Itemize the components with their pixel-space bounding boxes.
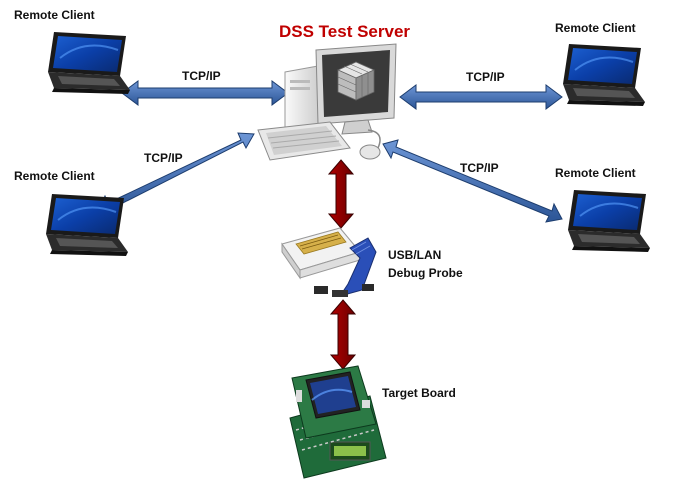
laptop-top-left-icon xyxy=(47,31,130,95)
tcpip-label-mid-right: TCP/IP xyxy=(460,161,499,175)
tcpip-label-top-right: TCP/IP xyxy=(466,70,505,84)
tcpip-label-mid-left: TCP/IP xyxy=(144,151,183,165)
laptop-mid-left-icon xyxy=(45,193,128,257)
remote-client-label-mid-left: Remote Client xyxy=(14,169,95,183)
laptop-mid-right-icon xyxy=(567,189,650,253)
arrow-server-probe xyxy=(327,159,355,229)
server-title: DSS Test Server xyxy=(279,22,411,41)
tcpip-label-top-left: TCP/IP xyxy=(182,69,221,83)
arrow-server-top-right xyxy=(399,84,563,110)
server-workstation-icon xyxy=(257,43,397,161)
arrow-server-top-left xyxy=(121,80,289,106)
debug-probe-label: USB/LAN Debug Probe xyxy=(388,248,463,280)
remote-client-label-top-left: Remote Client xyxy=(14,8,95,22)
arrow-server-mid-right xyxy=(382,139,563,223)
debug-probe-icon xyxy=(281,227,377,297)
laptop-top-right-icon xyxy=(562,43,645,107)
target-board-label: Target Board xyxy=(382,386,456,400)
arrow-probe-board xyxy=(329,299,357,370)
target-board-icon xyxy=(289,365,387,479)
remote-client-label-mid-right: Remote Client xyxy=(555,166,636,180)
remote-client-label-top-right: Remote Client xyxy=(555,21,636,35)
